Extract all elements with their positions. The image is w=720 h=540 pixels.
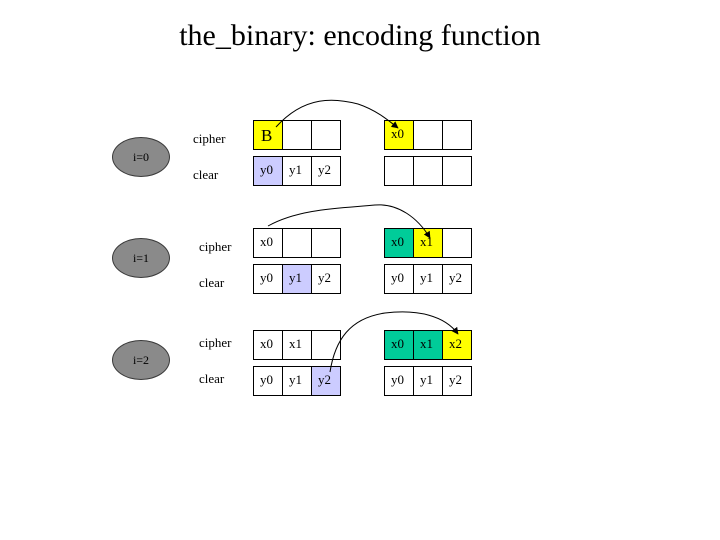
cell: x1	[282, 330, 312, 360]
cell	[413, 156, 443, 186]
step-0-clear-label: clear	[193, 167, 219, 182]
cell-text: y0	[260, 162, 273, 177]
cell-text: y2	[449, 372, 462, 387]
cell	[413, 120, 443, 150]
step-1-oval: i=1	[112, 238, 170, 278]
cell-text: x0	[260, 336, 273, 351]
cell-text: y2	[449, 270, 462, 285]
cell-text: y1	[420, 372, 433, 387]
cell-text: x1	[420, 336, 433, 351]
cell-text: y0	[391, 270, 404, 285]
step-1-left-cipher-row: x0	[253, 228, 341, 258]
step-1-left-clear-row: y0 y1 y2	[253, 264, 341, 294]
cell-text: y0	[391, 372, 404, 387]
cell-text: B	[261, 126, 273, 145]
step-2-right-clear-row: y0 y1 y2	[384, 366, 472, 396]
cell	[282, 120, 312, 150]
cell: x0	[253, 330, 283, 360]
step-0-cipher-label: cipher	[193, 131, 226, 146]
cell: y0	[384, 366, 414, 396]
step-2-clear-label: clear	[199, 371, 225, 386]
step-2-left-cipher-row: x0 x1	[253, 330, 341, 360]
step-0-index-label: i=0	[132, 149, 150, 164]
cell-text: x2	[449, 336, 462, 351]
cell: x0	[253, 228, 283, 258]
step-0-left-cipher-row: B	[253, 120, 341, 150]
cell	[311, 120, 341, 150]
cell: y1	[282, 156, 312, 186]
cell-text: y0	[260, 270, 273, 285]
cell: y1	[282, 366, 312, 396]
step-1-index-label: i=1	[132, 250, 150, 265]
cell: y0	[253, 366, 283, 396]
cell-text: y2	[318, 162, 331, 177]
cell-text: y1	[420, 270, 433, 285]
cell: y0	[253, 264, 283, 294]
step-0-oval: i=0	[112, 137, 170, 177]
cell	[384, 156, 414, 186]
step-0-left-clear-row: y0 y1 y2	[253, 156, 341, 186]
cell-text: x0	[391, 126, 404, 141]
cell: y2	[442, 366, 472, 396]
cell: x2	[442, 330, 472, 360]
cell-text: x1	[289, 336, 302, 351]
cell	[442, 156, 472, 186]
cell: y0	[253, 156, 283, 186]
cell-text: x0	[391, 234, 404, 249]
step-2-cipher-label: cipher	[199, 335, 232, 350]
cell: x0	[384, 330, 414, 360]
cell: B	[253, 120, 283, 150]
cell-text: y2	[318, 372, 331, 387]
cell: x0	[384, 228, 414, 258]
cell: y1	[413, 366, 443, 396]
cell: x0	[384, 120, 414, 150]
cell: x1	[413, 228, 443, 258]
cell	[282, 228, 312, 258]
step-1-right-clear-row: y0 y1 y2	[384, 264, 472, 294]
cell	[311, 330, 341, 360]
step-1-right-cipher-row: x0 x1	[384, 228, 472, 258]
cell: y1	[282, 264, 312, 294]
step-2-left-clear-row: y0 y1 y2	[253, 366, 341, 396]
cell: x1	[413, 330, 443, 360]
step-2-right-cipher-row: x0 x1 x2	[384, 330, 472, 360]
cell: y1	[413, 264, 443, 294]
cell-text: y2	[318, 270, 331, 285]
step-0-right-clear-row	[384, 156, 472, 186]
step-2-oval: i=2	[112, 340, 170, 380]
cell: y2	[442, 264, 472, 294]
cell: y2	[311, 156, 341, 186]
cell-text: x0	[260, 234, 273, 249]
cell-text: x1	[420, 234, 433, 249]
cell-text: x0	[391, 336, 404, 351]
cell-text: y0	[260, 372, 273, 387]
step-1-clear-label: clear	[199, 275, 225, 290]
cell	[442, 120, 472, 150]
cell-text: y1	[289, 270, 302, 285]
step-0-right-cipher-row: x0	[384, 120, 472, 150]
cell: y0	[384, 264, 414, 294]
diagram-title: the_binary: encoding function	[179, 19, 541, 52]
cell: y2	[311, 264, 341, 294]
step-1-cipher-label: cipher	[199, 239, 232, 254]
cell-text: y1	[289, 162, 302, 177]
step-2-index-label: i=2	[132, 352, 150, 367]
cell-text: y1	[289, 372, 302, 387]
cell	[311, 228, 341, 258]
cell	[442, 228, 472, 258]
cell: y2	[311, 366, 341, 396]
